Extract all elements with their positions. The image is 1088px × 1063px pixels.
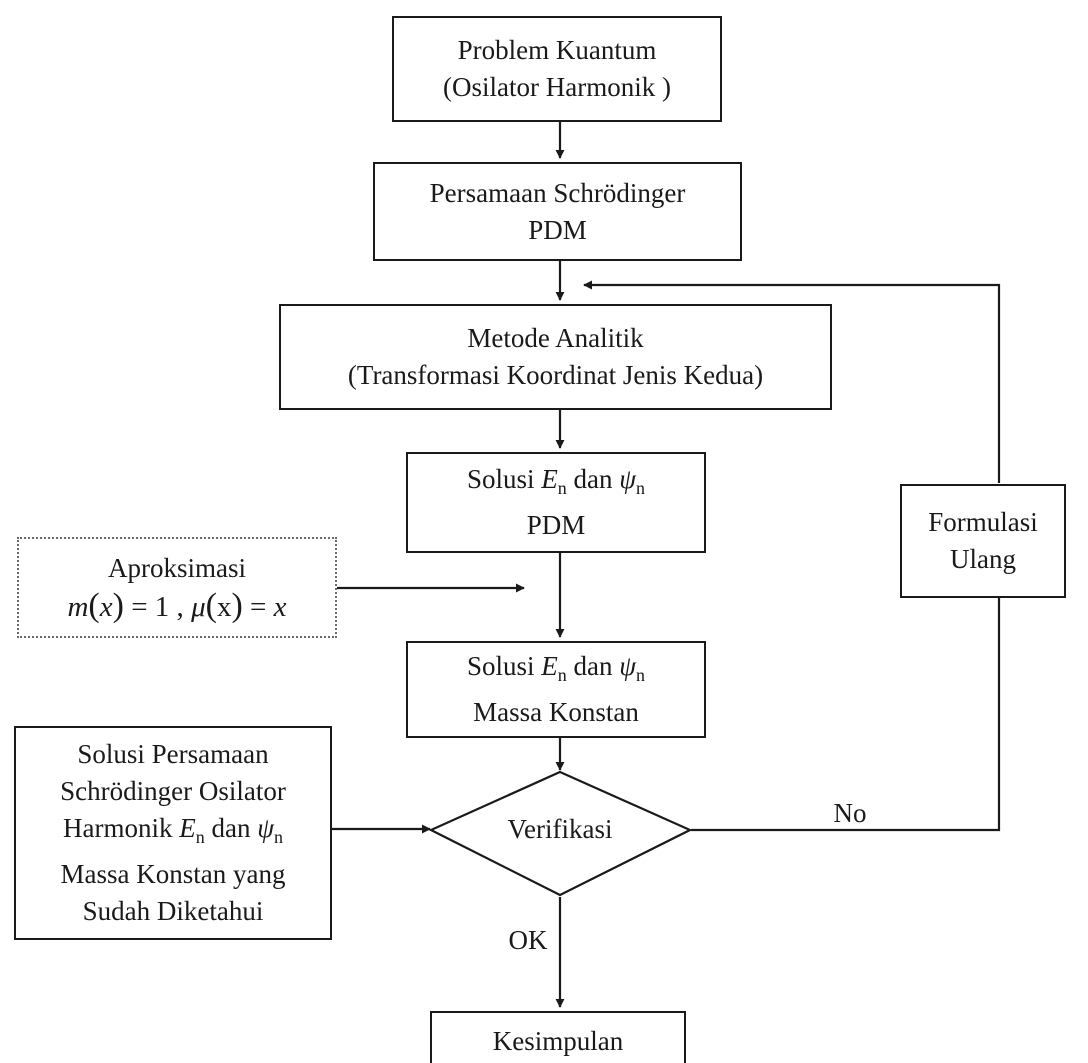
kesimpulan-label: Kesimpulan bbox=[492, 1025, 624, 1056]
mu-equals: = bbox=[250, 590, 267, 623]
mu-value: x bbox=[273, 590, 287, 623]
formulasi-ulang-box: Formulasi Ulang bbox=[900, 484, 1066, 598]
solusi-pdm-line2: PDM bbox=[526, 510, 586, 540]
problem-kuantum-line2: (Osilator Harmonik ) bbox=[443, 72, 671, 102]
schrodinger-pdm-line2: PDM bbox=[528, 214, 587, 245]
known-solution-line5: Sudah Diketahui bbox=[82, 896, 264, 926]
solusi-massa-konstan-box: Solusi En dan ψn Massa Konstan bbox=[406, 641, 706, 738]
known-solution-prefix: Harmonik bbox=[63, 813, 180, 843]
metode-analitik-line1: Metode Analitik bbox=[467, 323, 644, 353]
known-solution-dan: dan bbox=[204, 813, 258, 843]
energy-symbol: E bbox=[541, 464, 558, 494]
solusi-konstan-line2: Massa Konstan bbox=[473, 697, 639, 727]
aproksimasi-formula: m(x) = 1 , μ(x) = x bbox=[67, 586, 287, 624]
psi-subscript: n bbox=[274, 827, 283, 847]
metode-analitik-line2: (Transformasi Koordinat Jenis Kedua) bbox=[347, 360, 764, 390]
solusi-pdm-dan: dan bbox=[566, 464, 620, 494]
problem-kuantum-line1: Problem Kuantum bbox=[457, 35, 657, 65]
energy-subscript: n bbox=[195, 827, 205, 847]
verifikasi-label: Verifikasi bbox=[507, 814, 613, 844]
edge-label-ok: OK bbox=[508, 925, 548, 955]
known-solution-line4: Massa Konstan yang bbox=[60, 859, 286, 889]
verifikasi-diamond bbox=[428, 770, 693, 897]
solusi-konstan-line1: Solusi En dan ψn bbox=[467, 648, 645, 694]
energy-symbol: E bbox=[179, 813, 196, 843]
known-solution-line3: Harmonik En dan ψn bbox=[63, 810, 283, 856]
known-solution-line2: Schrödinger Osilator bbox=[60, 776, 286, 806]
solusi-pdm-prefix: Solusi bbox=[466, 464, 542, 494]
persamaan-schrodinger-pdm-box: Persamaan Schrödinger PDM bbox=[373, 162, 742, 261]
aproksimasi-box: Aproksimasi m(x) = 1 , μ(x) = x bbox=[17, 537, 337, 638]
mass-equals-one: = 1 , bbox=[131, 590, 184, 623]
psi-symbol: ψ bbox=[619, 651, 637, 681]
formulasi-line2: Ulang bbox=[950, 544, 1016, 574]
solusi-pdm-line1: Solusi En dan ψn bbox=[467, 461, 645, 507]
energy-symbol: E bbox=[541, 651, 558, 681]
psi-symbol: ψ bbox=[619, 464, 637, 494]
energy-subscript: n bbox=[557, 665, 567, 685]
known-solution-line1: Solusi Persamaan bbox=[77, 739, 269, 769]
schrodinger-pdm-line1: Persamaan Schrödinger bbox=[429, 177, 686, 208]
known-solution-box: Solusi Persamaan Schrödinger Osilator Ha… bbox=[14, 726, 332, 940]
arrow-formulasi-to-metode bbox=[583, 280, 1001, 483]
psi-subscript: n bbox=[636, 665, 646, 685]
kesimpulan-box: Kesimpulan bbox=[430, 1011, 686, 1063]
mass-variable: x bbox=[99, 590, 113, 623]
psi-subscript: n bbox=[636, 478, 646, 498]
line-verifikasi-to-formulasi bbox=[691, 598, 1001, 832]
formulasi-line1: Formulasi bbox=[928, 507, 1038, 537]
edge-label-no: No bbox=[833, 798, 867, 828]
energy-subscript: n bbox=[557, 478, 567, 498]
solusi-konstan-prefix: Solusi bbox=[466, 651, 542, 681]
mass-function-symbol: m bbox=[67, 590, 89, 623]
problem-kuantum-box: Problem Kuantum (Osilator Harmonik ) bbox=[392, 16, 722, 122]
solusi-konstan-dan: dan bbox=[566, 651, 620, 681]
mu-variable: x bbox=[216, 590, 232, 623]
aproksimasi-label: Aproksimasi bbox=[108, 552, 246, 583]
mu-function-symbol: μ bbox=[191, 590, 206, 623]
metode-analitik-box: Metode Analitik (Transformasi Koordinat … bbox=[279, 304, 832, 410]
psi-symbol: ψ bbox=[257, 813, 274, 843]
solusi-pdm-box: Solusi En dan ψn PDM bbox=[406, 452, 706, 553]
